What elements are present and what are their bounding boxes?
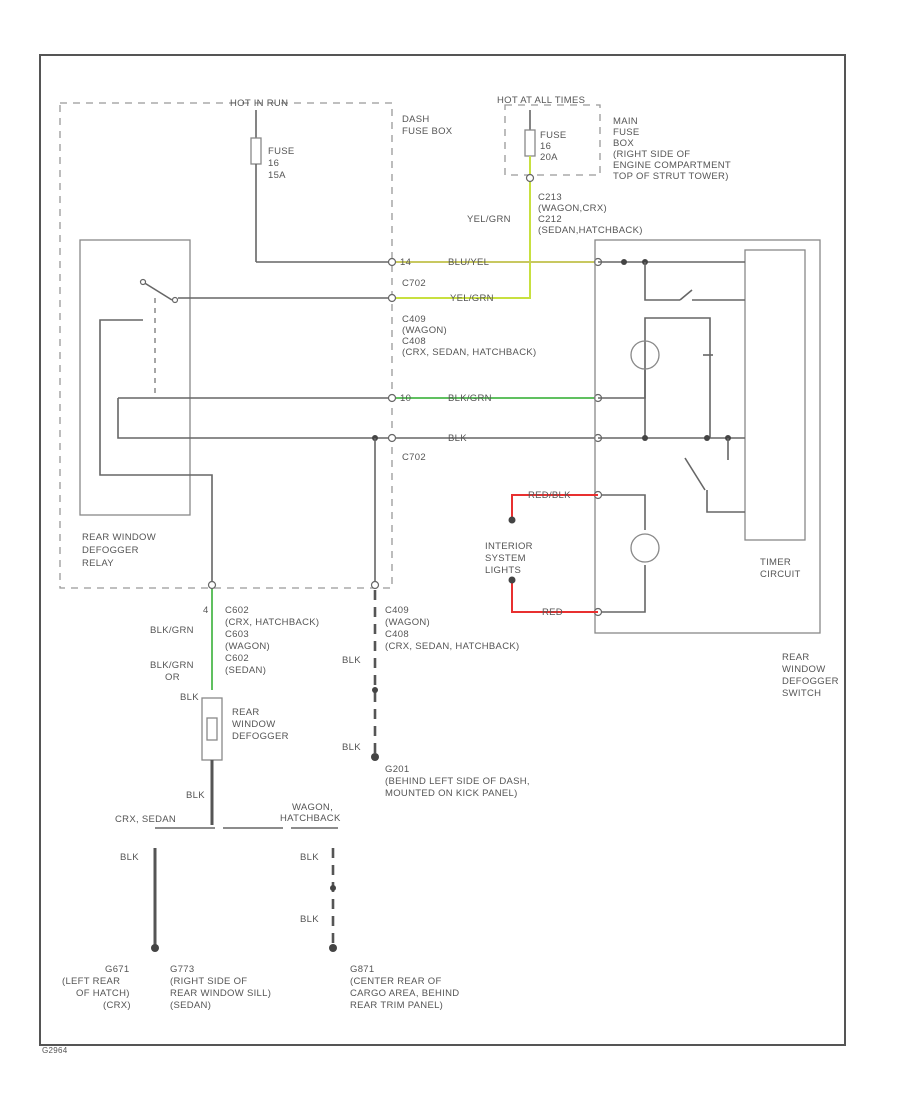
blk-left-label: BLK: [120, 852, 139, 863]
timer-label: TIMER CIRCUIT: [760, 557, 801, 580]
yel-grn-horizontal-label: YEL/GRN: [450, 293, 494, 304]
blk-grn-label: BLK/GRN: [448, 393, 492, 404]
blk-right-label-2: BLK: [300, 914, 319, 925]
fuse-right-label: FUSE 16 20A: [540, 130, 570, 163]
hot-in-run-label: HOT IN RUN: [230, 98, 288, 109]
g773-label: G773 (RIGHT SIDE OF REAR WINDOW SILL) (S…: [170, 964, 274, 1011]
switch-lamp2-wire: [598, 494, 646, 613]
blk-right-label-1: BLK: [300, 852, 319, 863]
main-fuse-box-label: MAIN FUSE BOX (RIGHT SIDE OF ENGINE COMP…: [613, 116, 734, 182]
blk-mid-label-1: BLK: [342, 655, 361, 666]
relay-contact-arm: [142, 281, 173, 301]
switch-box: [594, 239, 821, 634]
c213-label: C213 (WAGON,CRX) C212 (SEDAN,HATCHBACK): [538, 192, 643, 236]
timer-circuit-box: [744, 249, 806, 541]
fuse-right-icon: [524, 129, 536, 157]
mid-connector-label: C409 (WAGON) C408 (CRX, SEDAN, HATCHBACK…: [385, 605, 519, 652]
switch-lower-contact: [684, 457, 706, 491]
relay-coil: [117, 397, 392, 439]
crx-sedan-label: CRX, SEDAN: [115, 814, 176, 825]
switch-lamp1-frame: [598, 317, 711, 438]
blk-mid-label-2: BLK: [342, 742, 361, 753]
wagon-hatchback-label: WAGON, HATCHBACK: [280, 802, 341, 824]
relay-box: [79, 239, 191, 516]
dash-fuse-box-label: DASH FUSE BOX: [402, 114, 453, 137]
left-connector-wire-label-2: BLK/GRN: [150, 660, 194, 671]
red-blk-label: RED/BLK: [528, 490, 571, 501]
c702-bottom-label: C702: [402, 452, 426, 463]
diagram-id-label: G2964: [42, 1046, 68, 1055]
indicator-lamp-2-icon: [630, 533, 660, 563]
pin-10-label: 10: [400, 393, 411, 404]
fuse-left-icon: [250, 137, 262, 165]
blk-label: BLK: [448, 433, 467, 444]
wire-yel-grn: [392, 156, 531, 299]
g671-label: G671 (LEFT REAR OF HATCH) (CRX): [62, 964, 133, 1011]
interior-lights-label: INTERIOR SYSTEM LIGHTS: [485, 541, 536, 576]
fuse-left-label: FUSE 16 15A: [268, 146, 298, 181]
wire-red-blk: [511, 494, 598, 520]
left-connector-label: C602 (CRX, HATCHBACK) C603 (WAGON) C602 …: [225, 605, 322, 676]
defogger-label: REAR WINDOW DEFOGGER: [232, 707, 289, 742]
left-connector-pin-label: 4: [203, 605, 209, 616]
switch-lower-out: [706, 490, 745, 513]
g871-label: G871 (CENTER REAR OF CARGO AREA, BEHIND …: [350, 964, 462, 1011]
dash-fuse-box-boundary: [59, 102, 393, 589]
g201-label: G201 (BEHIND LEFT SIDE OF DASH, MOUNTED …: [385, 764, 533, 799]
left-connector-blk-label: BLK: [180, 692, 199, 703]
switch-top-branch: [644, 262, 680, 301]
relay-inner-left: [99, 319, 213, 585]
switch-top-contact: [679, 289, 693, 301]
blk-low-label: BLK: [186, 790, 205, 801]
diagram-frame: [39, 54, 846, 1046]
yel-grn-vertical-label: YEL/GRN: [467, 214, 511, 225]
switch-label: REAR WINDOW DEFOGGER SWITCH: [782, 652, 842, 699]
relay-label: REAR WINDOW DEFOGGER RELAY: [82, 532, 159, 569]
wire-red: [511, 580, 598, 613]
c702-top-label: C702: [402, 278, 426, 289]
c409-label: C409 (WAGON) C408 (CRX, SEDAN, HATCHBACK…: [402, 314, 536, 358]
blu-yel-label: BLU/YEL: [448, 257, 489, 268]
indicator-lamp-1-icon: [630, 340, 660, 370]
defogger-element-icon: [206, 717, 218, 741]
left-connector-or-label: OR: [165, 672, 180, 683]
hot-at-all-times-label: HOT AT ALL TIMES: [497, 95, 585, 106]
red-label: RED: [542, 607, 563, 618]
left-connector-wire-label-1: BLK/GRN: [150, 625, 194, 636]
pin-14-label: 14: [400, 257, 411, 268]
rear-window-defogger-box: [201, 697, 223, 761]
